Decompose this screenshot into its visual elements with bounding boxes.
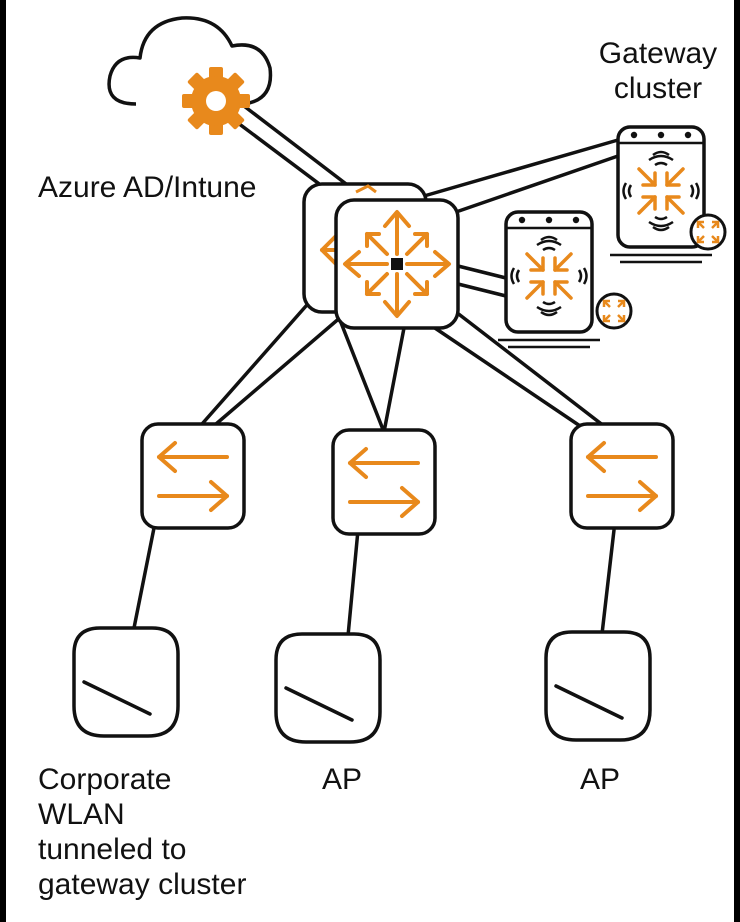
access-point-icon-2 [274,632,382,744]
azure-ad-intune-label: Azure AD/Intune [38,171,257,204]
link-core-switch2-a [334,308,386,434]
link-core-gateway2-a [456,264,508,280]
switch-icon-1 [142,424,244,528]
gateway-badge-1 [689,213,727,251]
link-core-switch1-b [214,314,344,426]
link-core-switch3-b [454,310,606,428]
links [132,104,620,638]
link-core-switch2-b [382,326,406,434]
diagram-canvas [72,16,727,744]
link-switch1-ap1 [132,526,156,630]
corporate-wlan-label: Corporate WLAN tunneled to gateway clust… [38,763,247,901]
link-cloud-core-a [242,104,356,192]
gateway-icon-2 [498,212,600,347]
access-point-icon-1 [72,626,180,738]
link-core-switch3-a [424,320,588,432]
link-core-switch1-a [200,304,308,426]
gear-icon [182,67,250,135]
access-point-icon-3 [544,630,652,742]
link-switch2-ap2 [346,528,360,638]
cloud-icon [107,16,273,106]
link-core-gateway2-b [456,282,508,298]
network-diagram: Azure AD/Intune Gateway cluster Corporat… [6,0,734,922]
link-core-gateway1-a [422,138,620,198]
ap-label-middle: AP [322,763,363,796]
gateway-cluster-label: Gateway cluster [598,37,718,105]
link-core-gateway1-b [454,154,620,214]
core-switch-icon [302,182,460,330]
ap-label-right: AP [580,763,621,796]
switch-icon-3 [571,424,673,528]
gateway-badge-2 [595,292,633,330]
link-switch3-ap3 [600,528,616,636]
switch-icon-2 [333,430,435,534]
